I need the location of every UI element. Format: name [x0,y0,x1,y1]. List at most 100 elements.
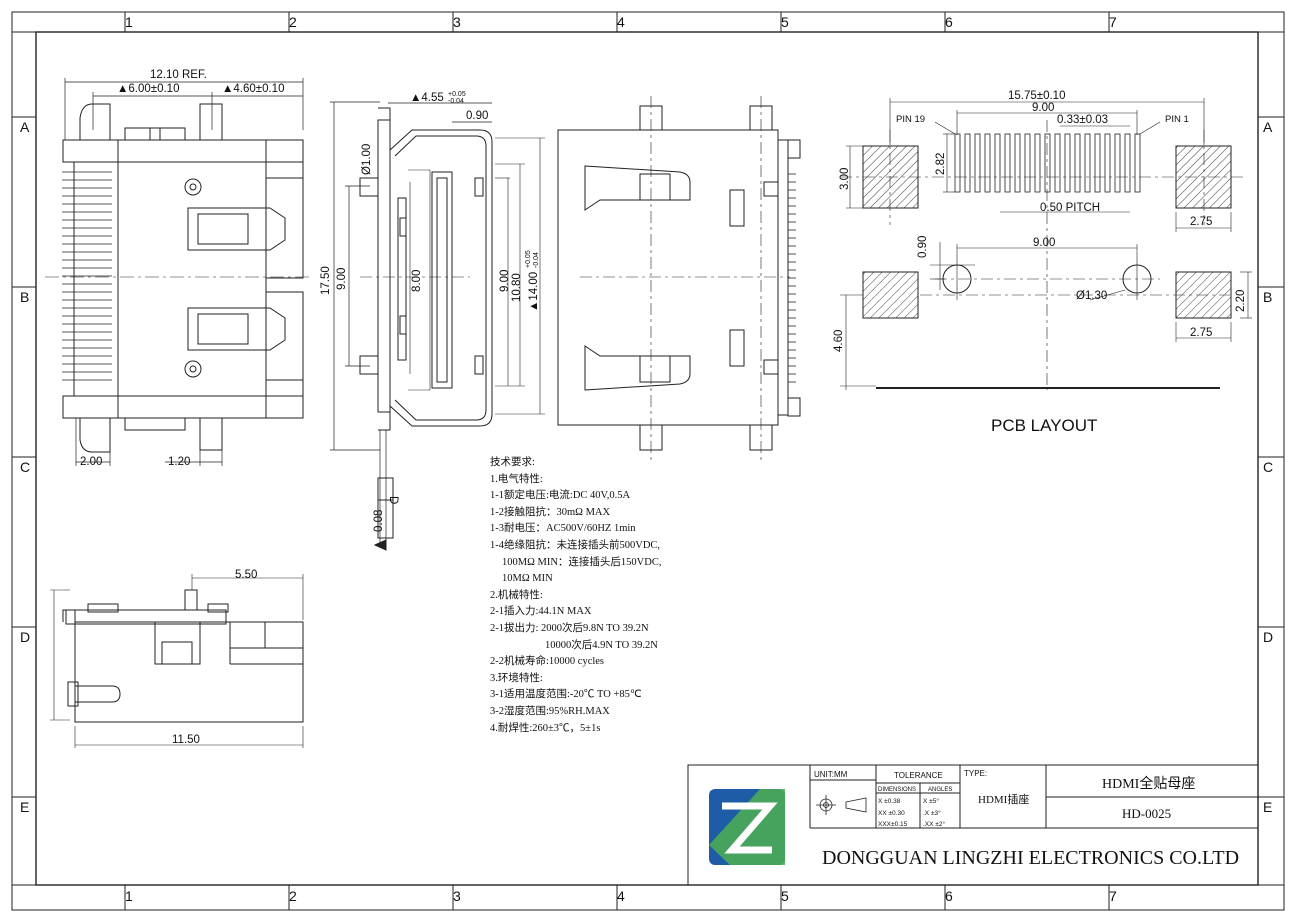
row-label: D [20,629,30,645]
row-label: C [20,459,30,475]
pcb-pad-w-bottom: 2.75 [1190,327,1212,339]
row-label: E [20,799,29,815]
col-label: 4 [617,14,625,30]
flat-value: 0.08 [373,510,385,532]
col-label: 6 [945,14,953,30]
title-block-text: UNIT:MM TOLERANCE DIMENSIONS ANGLES X ±0… [814,769,1239,869]
note-item: 3-2湿度范围:95%RH.MAX [490,705,610,717]
note-item: 4.耐焊性:260±3℃，5±1s [490,722,601,734]
projection-symbol [816,795,867,815]
flat-label: D [387,496,399,504]
col-label: 1 [125,14,133,30]
notes-title: 技术要求: [490,457,535,468]
note-item: 100MΩ MIN：连接插头后150VDC, [502,556,662,568]
note-item: 2.机械特性: [490,589,543,601]
col-label: 3 [453,14,461,30]
tb-tol-d: X ±0.38 [878,798,901,805]
tb-dimensions: DIMENSIONS [878,787,916,793]
col-label: 4 [617,888,625,904]
note-item: 1.电气特性: [490,473,543,485]
dim-outer-tol-plus: +0.05 [525,250,532,268]
bottom-view-dims: 5.50 11.50 [172,569,257,746]
dim-overall: 12.10 REF. [150,69,207,81]
row-label: A [1263,119,1273,135]
dim-top: ▲4.55 [410,92,444,104]
dim-inner-8: 8.00 [411,270,423,292]
note-item: 1-1额定电压:电流:DC 40V,0.5A [490,490,631,502]
pcb-pad-height: 3.00 [839,168,851,190]
tb-tolerance: TOLERANCE [894,771,943,780]
bottom-view [50,574,304,748]
dim-left-offset: ▲6.00±0.10 [117,83,179,95]
note-item: 2-1插入力:44.1N MAX [490,606,592,618]
dim-hole: Ø1.00 [361,144,373,175]
top-view [557,96,801,460]
front-view-dims: 12.10 REF. ▲6.00±0.10 ▲4.60±0.10 2.00 1.… [80,69,284,468]
note-item: 3-1适用温度范围:-20℃ TO +85℃ [490,689,642,701]
tb-unit: UNIT:MM [814,770,848,779]
row-label: B [20,289,29,305]
note-item: 1-4绝缘阻抗：未连接插头前500VDC, [490,539,661,551]
pcb-hole-span: 9.00 [1033,237,1055,249]
dim-outer-14: ▲14.00 [528,272,540,312]
pcb-pin-width: 0.33±0.03 [1057,114,1108,126]
pcb-board-offset: 4.60 [833,330,845,352]
tb-type-value: HDMI插座 [978,792,1029,806]
col-label: 6 [945,888,953,904]
technical-requirements: 技术要求: 1.电气特性: 1-1额定电压:电流:DC 40V,0.5A 1-2… [490,455,740,737]
tb-tol-a: .X ±3° [923,809,941,817]
front-view [45,78,310,466]
row-label: C [1263,459,1273,475]
pcb-title: PCB LAYOUT [991,416,1097,435]
tb-tol-a: X ±5° [923,797,939,805]
tb-tol-d: XXX±0.15 [878,821,908,828]
pcb-total: 15.75±0.10 [1008,90,1065,102]
col-label: 5 [781,14,789,30]
note-item: 1-2接触阻抗：30mΩ MAX [490,506,611,518]
pcb-dims: 15.75±0.10 9.00 0.33±0.03 PIN 19 PIN 1 3… [833,90,1247,435]
note-item: 2-1拔出力: 2000次后9.8N TO 39.2N [490,622,649,634]
zone-ticks [12,12,1284,910]
dim-top-tol-minus: -0.04 [448,98,464,105]
pcb-pin1: PIN 1 [1165,114,1189,125]
bv-top-dim: 5.50 [235,569,257,581]
pcb-pin-length: 2.82 [935,153,947,175]
pcb-hole-offset: 0.90 [917,236,929,258]
dim-inner-9: 9.00 [499,270,511,292]
col-label: 5 [781,888,789,904]
pcb-layout [840,98,1252,390]
pcb-pin19: PIN 19 [896,114,925,125]
zone-labels: 1 2 3 4 5 6 7 1 2 3 4 5 6 7 A B C D E A … [20,14,1273,904]
note-item: 2-2机械寿命:10000 cycles [490,656,605,668]
note-item: 10000次后4.9N TO 39.2N [545,639,658,651]
dim-height-9: 9.00 [336,268,348,290]
bv-bottom-dim: 11.50 [172,734,200,746]
col-label: 7 [1109,888,1117,904]
note-item: 1-3耐电压：AC500V/60HZ 1min [490,523,636,535]
border-frame [11,11,1285,911]
dim-bottom-left: 2.00 [80,456,102,468]
dim-bottom-mid: 1.20 [168,456,190,468]
dim-outer-tol-minus: -0.04 [533,252,540,268]
tb-company: DONGGUAN LINGZHI ELECTRONICS CO.LTD [822,847,1239,869]
col-label: 1 [125,888,133,904]
tb-type-label: TYPE: [964,769,987,778]
pcb-pad-h-bottom: 2.20 [1235,290,1247,312]
title-block [687,764,1259,886]
col-label: 3 [453,888,461,904]
pcb-pitch: 0.50 PITCH [1040,202,1100,214]
row-label: D [1263,629,1273,645]
dim-top-tol-plus: +0.05 [448,91,466,98]
pcb-pin-span: 9.00 [1032,102,1054,114]
col-label: 2 [289,888,297,904]
side-view-dims: ▲4.55 +0.05 -0.04 0.90 Ø1.00 17.50 9.00 … [320,91,540,532]
dim-inner-10: 10.80 [511,273,523,302]
row-label: A [20,119,30,135]
row-label: B [1263,289,1272,305]
note-item: 3.环境特性: [490,672,543,684]
tb-product-name: HDMI全贴母座 [1102,775,1195,792]
tb-part-no: HD-0025 [1122,806,1171,821]
tb-tol-d: XX ±0.30 [878,810,905,817]
pcb-pad-w-top: 2.75 [1190,216,1212,228]
